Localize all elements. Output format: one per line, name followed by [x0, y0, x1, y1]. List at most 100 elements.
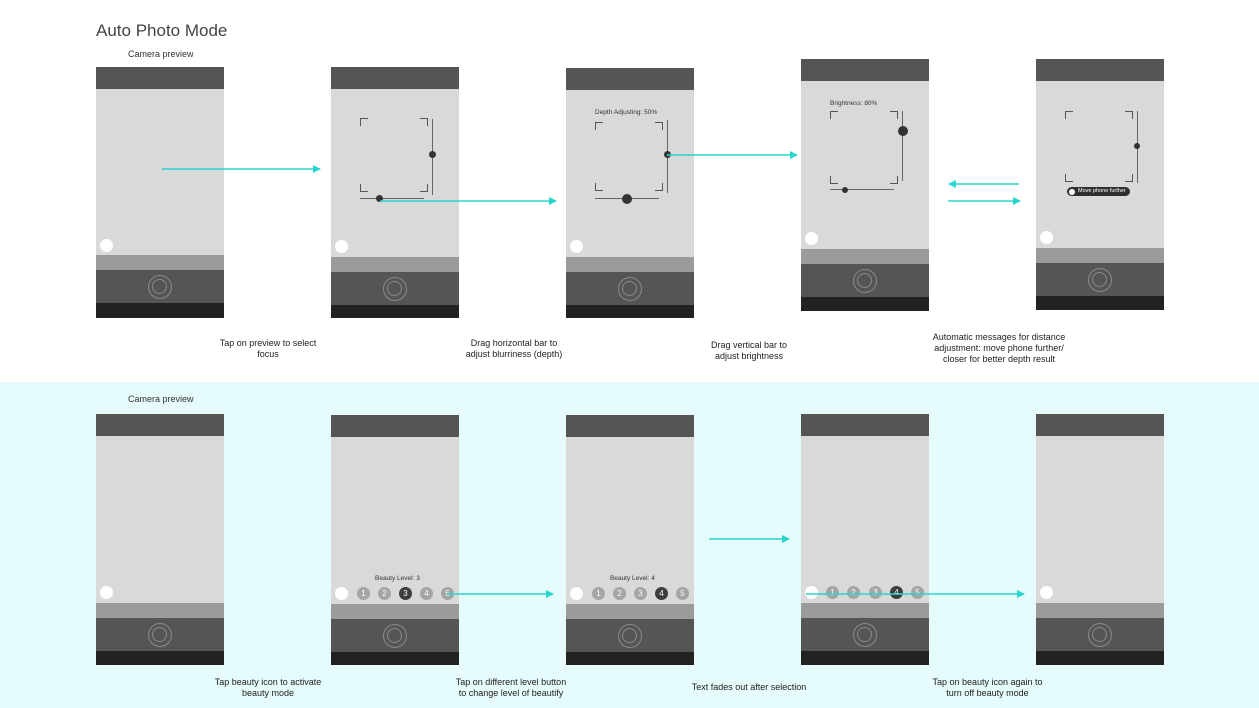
beauty-level-button-3[interactable]: 3	[869, 586, 882, 599]
mode-strip	[1036, 248, 1164, 263]
caption-text: Text fades out after selection	[691, 682, 807, 692]
home-bar	[801, 297, 929, 311]
focus-frame-corner	[655, 122, 663, 130]
shutter-button[interactable]	[1088, 268, 1112, 292]
depth-slider-handle[interactable]	[376, 195, 383, 202]
home-bar	[801, 651, 929, 665]
beauty-level-button-2[interactable]: 2	[847, 586, 860, 599]
control-bar	[1036, 618, 1164, 651]
control-bar	[331, 272, 459, 305]
home-bar	[96, 651, 224, 665]
mode-strip	[801, 603, 929, 618]
beauty-level-button-2[interactable]: 2	[613, 587, 626, 600]
mode-strip	[801, 249, 929, 264]
beauty-level-button-4[interactable]: 4	[655, 587, 668, 600]
mode-strip	[331, 604, 459, 619]
beauty-level-button-1[interactable]: 1	[826, 586, 839, 599]
status-bar	[331, 67, 459, 89]
status-bar	[566, 68, 694, 90]
beauty-level-button-3[interactable]: 3	[399, 587, 412, 600]
home-bar	[331, 652, 459, 665]
focus-frame-corner	[420, 184, 428, 192]
beauty-level-button-2[interactable]: 2	[378, 587, 391, 600]
depth-slider-track	[360, 198, 424, 199]
shutter-button[interactable]	[853, 623, 877, 647]
camera-preview-area[interactable]	[1036, 436, 1164, 603]
phone-mockup-beauty-level-4: Beauty Level: 4 1 2 3 4 5	[566, 415, 694, 665]
status-bar	[1036, 414, 1164, 436]
focus-frame-corner	[1065, 174, 1073, 182]
camera-preview-area[interactable]	[566, 437, 694, 604]
control-bar	[1036, 263, 1164, 296]
camera-preview-area[interactable]	[801, 81, 929, 249]
caption-beauty-step-1: Tap beauty icon to activate beauty mode	[198, 677, 338, 699]
beauty-level-button-4[interactable]: 4	[890, 586, 903, 599]
shutter-button[interactable]	[383, 624, 407, 648]
beauty-level-button-4[interactable]: 4	[420, 587, 433, 600]
caption-beauty-step-3: Text fades out after selection	[674, 682, 824, 693]
depth-slider-handle[interactable]	[842, 187, 848, 193]
caption-beauty-step-4: Tap on beauty icon again to turn off bea…	[915, 677, 1060, 699]
beauty-level-button-1[interactable]: 1	[357, 587, 370, 600]
shutter-button[interactable]	[1088, 623, 1112, 647]
mode-strip	[331, 257, 459, 272]
beauty-level-button-5[interactable]: 5	[441, 587, 454, 600]
caption-step-4: Automatic messages for distance adjustme…	[914, 332, 1084, 365]
shutter-button[interactable]	[618, 624, 642, 648]
focus-frame-corner	[420, 118, 428, 126]
toast-text: Move phone further	[1078, 188, 1126, 194]
beauty-icon[interactable]	[805, 232, 818, 245]
focus-frame-corner	[360, 118, 368, 126]
shutter-button[interactable]	[383, 277, 407, 301]
beauty-level-label: Beauty Level: 3	[375, 575, 420, 582]
home-bar	[1036, 296, 1164, 310]
caption-beauty-step-2: Tap on different level button to change …	[441, 677, 581, 699]
beauty-icon[interactable]	[100, 239, 113, 252]
phone-mockup-beauty-off-again	[1036, 414, 1164, 665]
caption-text: Tap on different level button to change …	[455, 677, 567, 698]
home-bar	[566, 305, 694, 318]
beauty-icon[interactable]	[335, 587, 348, 600]
status-bar	[96, 414, 224, 436]
home-bar	[566, 652, 694, 665]
brightness-slider-handle[interactable]	[664, 151, 671, 158]
mode-strip	[566, 257, 694, 272]
camera-preview-area[interactable]	[566, 90, 694, 257]
depth-slider-handle[interactable]	[622, 194, 632, 204]
beauty-level-button-1[interactable]: 1	[592, 587, 605, 600]
caption-step-1: Tap on preview to select focus	[203, 338, 333, 360]
beauty-icon[interactable]	[100, 586, 113, 599]
beauty-level-button-3[interactable]: 3	[634, 587, 647, 600]
beauty-icon[interactable]	[805, 586, 818, 599]
status-bar	[96, 67, 224, 89]
shutter-button[interactable]	[148, 275, 172, 299]
camera-preview-label: Camera preview	[128, 394, 194, 404]
brightness-slider-handle[interactable]	[429, 151, 436, 158]
mode-strip	[96, 603, 224, 618]
mode-strip	[566, 604, 694, 619]
mode-strip	[96, 255, 224, 270]
status-bar	[331, 415, 459, 437]
beauty-icon[interactable]	[335, 240, 348, 253]
camera-preview-area[interactable]	[96, 89, 224, 255]
camera-preview-area[interactable]	[331, 437, 459, 604]
camera-preview-area[interactable]	[1036, 81, 1164, 248]
shutter-button[interactable]	[148, 623, 172, 647]
beauty-icon[interactable]	[1040, 231, 1053, 244]
shutter-button[interactable]	[853, 269, 877, 293]
beauty-icon[interactable]	[570, 587, 583, 600]
beauty-icon[interactable]	[1040, 586, 1053, 599]
shutter-button[interactable]	[618, 277, 642, 301]
beauty-level-button-5[interactable]: 5	[911, 586, 924, 599]
brightness-slider-handle[interactable]	[898, 126, 908, 136]
camera-preview-area[interactable]	[801, 436, 929, 603]
control-bar	[801, 618, 929, 651]
beauty-level-button-5[interactable]: 5	[676, 587, 689, 600]
beauty-icon[interactable]	[570, 240, 583, 253]
caption-text: Tap beauty icon to activate beauty mode	[214, 677, 322, 698]
brightness-label: Brightness: 80%	[830, 100, 878, 107]
brightness-slider-handle[interactable]	[1134, 143, 1140, 149]
mode-strip	[1036, 603, 1164, 618]
camera-preview-area[interactable]	[331, 89, 459, 257]
camera-preview-area[interactable]	[96, 436, 224, 603]
